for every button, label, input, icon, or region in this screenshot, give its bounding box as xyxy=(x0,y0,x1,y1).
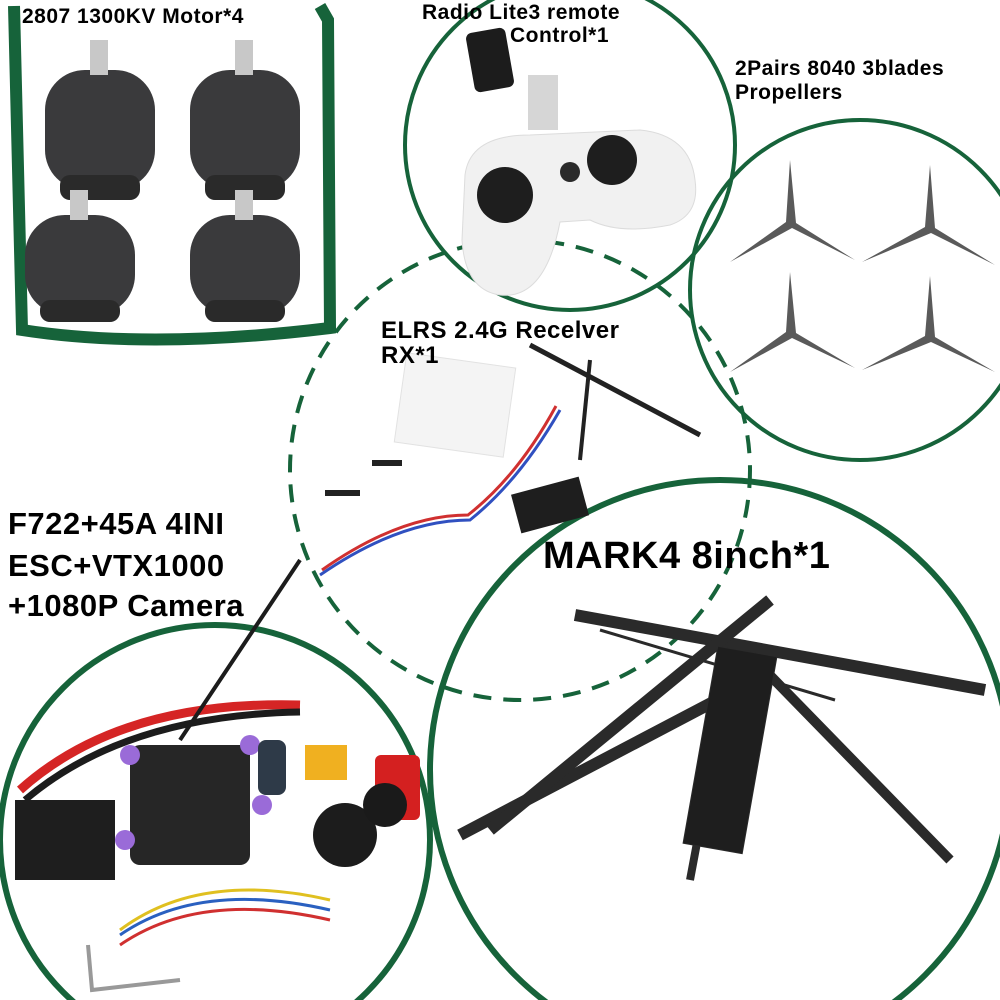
flight-stack-title-line2: ESC+VTX1000 xyxy=(8,548,225,583)
flight-stack-title-line1: F722+45A 4INI xyxy=(8,506,225,541)
receiver-icon xyxy=(319,342,702,577)
radio-title-line2: Control*1 xyxy=(510,24,609,47)
propeller-icon xyxy=(862,165,995,265)
radio-title-line1: Radio Lite3 remote xyxy=(422,1,621,24)
drone-frame-icon xyxy=(457,595,987,881)
motor-icon xyxy=(190,190,300,322)
radio-circle xyxy=(403,0,737,312)
propellers-title-line2: Propellers xyxy=(735,81,843,104)
motors-title: 2807 1300KV Motor*4 xyxy=(22,5,244,28)
motor-icon xyxy=(25,190,135,322)
flight-stack-icon xyxy=(15,558,420,993)
frame-title: MARK4 8inch*1 xyxy=(543,535,831,577)
radio-controller-icon xyxy=(461,27,697,296)
motor-icon xyxy=(45,40,155,200)
frame-circle xyxy=(427,477,1000,1000)
propeller-icon xyxy=(730,160,855,262)
propellers-title-line1: 2Pairs 8040 3blades xyxy=(735,57,945,80)
propeller-icon xyxy=(730,272,855,372)
propeller-icon xyxy=(862,276,995,372)
receiver-title-line2: RX*1 xyxy=(381,342,440,369)
receiver-title-line1: ELRS 2.4G Recelver xyxy=(381,317,620,344)
motor-icon xyxy=(190,40,300,200)
flight-stack-circle xyxy=(0,622,433,1000)
motors-frame xyxy=(8,3,337,346)
flight-stack-title-line3: +1080P Camera xyxy=(8,588,245,623)
propellers-circle xyxy=(688,118,1000,462)
